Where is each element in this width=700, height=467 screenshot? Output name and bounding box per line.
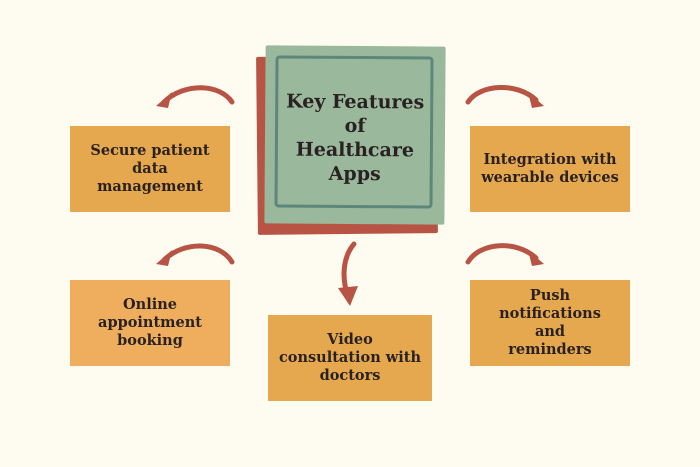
arrow-icon (465, 85, 544, 108)
feature-label: Online appointment booking (98, 296, 202, 349)
feature-label: Integration with wearable devices (481, 151, 619, 186)
arrow-icon (338, 241, 358, 306)
arrow-icon (465, 243, 544, 266)
title-line: Apps (328, 162, 381, 186)
title-line: of (344, 114, 366, 138)
feature-card: Push notifications and reminders (470, 280, 630, 366)
title-line: Healthcare (295, 138, 415, 162)
feature-card: Secure patient data management (70, 126, 230, 212)
feature-card: Video consultation with doctors (268, 315, 432, 401)
arrow-icon (156, 85, 235, 108)
title-box: Key Features of Healthcare Apps (264, 45, 446, 225)
feature-card: Online appointment booking (70, 280, 230, 366)
feature-label: Secure patient data management (90, 142, 210, 195)
feature-card: Integration with wearable devices (470, 126, 630, 212)
feature-label: Push notifications and reminders (499, 287, 601, 358)
arrow-icon (156, 243, 235, 266)
diagram-title: Key Features of Healthcare Apps (265, 89, 446, 186)
title-line: Key Features (286, 90, 425, 114)
feature-label: Video consultation with doctors (278, 331, 422, 384)
